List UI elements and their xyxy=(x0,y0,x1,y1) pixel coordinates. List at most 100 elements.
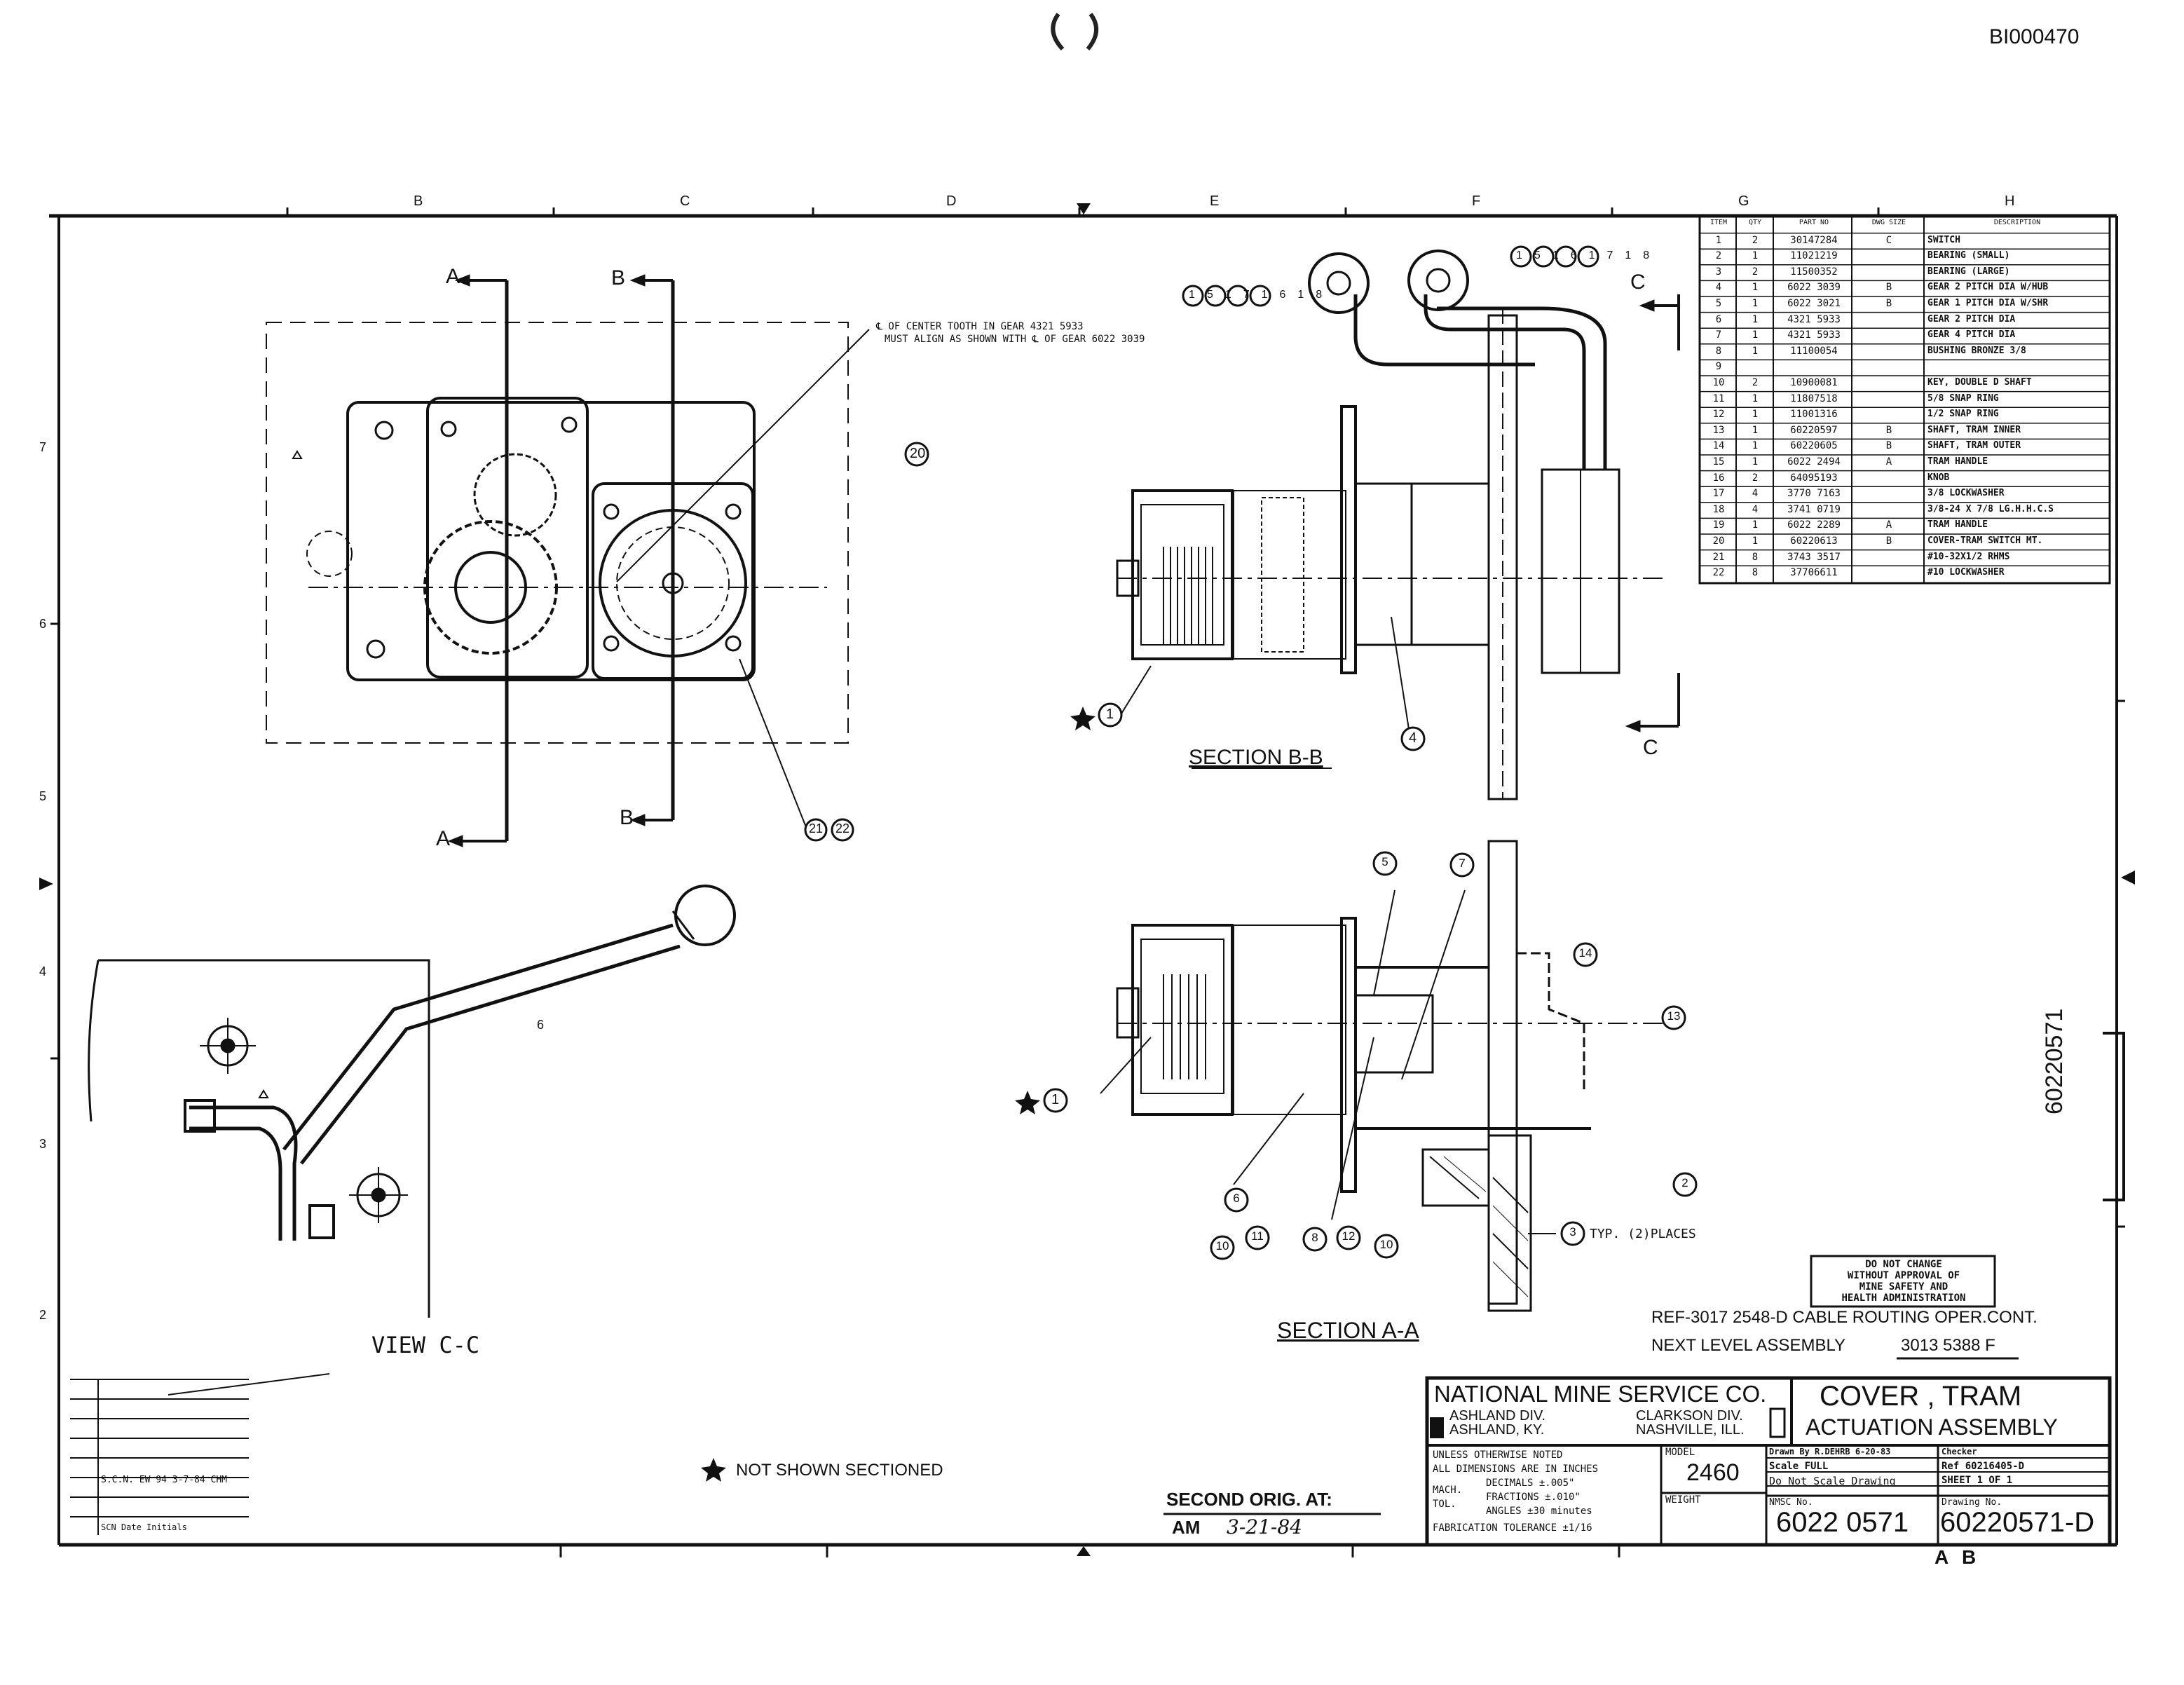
tolerance-line2: ALL DIMENSIONS ARE IN INCHES xyxy=(1433,1464,1599,1475)
balloon-14: 14 xyxy=(1578,946,1592,960)
bom-header-cell: DWG SIZE xyxy=(1871,219,1906,226)
cover-plate xyxy=(346,401,756,681)
bom-header-cell: PART NO xyxy=(1799,219,1829,226)
bom-cell: 4 xyxy=(1752,503,1759,515)
section-b-label-top: B xyxy=(611,266,626,289)
bom-cell: 20 xyxy=(1712,535,1725,547)
bom-cell: C xyxy=(1885,234,1892,246)
second-original-label: SECOND ORIG. AT: xyxy=(1166,1489,1332,1510)
gear-small xyxy=(473,453,557,537)
bom-cell: 1 xyxy=(1752,393,1759,404)
bom-header-cell: QTY xyxy=(1748,219,1762,226)
balloon-13: 13 xyxy=(1667,1009,1681,1023)
revision-triangle-cc xyxy=(258,1089,269,1098)
next-level-label: NEXT LEVEL ASSEMBLY xyxy=(1651,1336,1846,1355)
bom-cell: GEAR 4 PITCH DIA xyxy=(1927,329,2016,341)
balloon-number: 18 xyxy=(1625,250,1662,261)
typ-places-note: TYP. (2)PLACES xyxy=(1590,1227,1696,1241)
zone-col-H: H xyxy=(2005,193,2015,209)
bom-table-grid xyxy=(1698,214,2111,585)
center-mark-top xyxy=(1077,203,1091,214)
bom-cell: 11500352 xyxy=(1790,266,1838,278)
next-level-value: 3013 5388 F xyxy=(1901,1336,1995,1355)
zone-row-3: 3 xyxy=(39,1137,47,1151)
model-value: 2460 xyxy=(1686,1459,1740,1486)
bom-cell: 7 xyxy=(1715,329,1722,341)
bom-cell: GEAR 2 PITCH DIA W/HUB xyxy=(1927,282,2049,293)
company-name: NATIONAL MINE SERVICE CO. xyxy=(1434,1381,1767,1407)
star-symbols xyxy=(701,707,1096,1482)
bom-cell: B xyxy=(1885,282,1892,294)
tolerance-line1: UNLESS OTHERWISE NOTED xyxy=(1433,1449,1563,1461)
revision-row1: S.C.N. EW 94 3-7-84 CHM xyxy=(101,1475,228,1485)
bom-cell: #10 LOCKWASHER xyxy=(1927,567,2005,578)
section-b-label-bottom: B xyxy=(620,806,634,829)
bom-cell: 60220613 xyxy=(1790,535,1838,547)
gear-alignment-note-line2: MUST ALIGN AS SHOWN WITH ℄ OF GEAR 6022 … xyxy=(885,334,1145,345)
bom-cell: 12 xyxy=(1712,409,1725,421)
bom-cell: #10-32X1/2 RHMS xyxy=(1927,551,2010,562)
title-block-grid xyxy=(70,1032,2125,1547)
bom-cell: 4321 5933 xyxy=(1787,329,1841,341)
bom-cell: 37706611 xyxy=(1790,567,1838,579)
bom-cell: 2 xyxy=(1752,472,1759,484)
section-aa-view xyxy=(1100,840,1668,1312)
drawn-by: Drawn By R.DEHRB 6-20-83 xyxy=(1769,1447,1891,1457)
balloon-11: 11 xyxy=(1251,1229,1264,1243)
bom-cell: 1 xyxy=(1752,298,1759,309)
second-original-value: AM xyxy=(1172,1517,1201,1538)
bom-cell: 19 xyxy=(1712,519,1725,531)
bom-cell: 8 xyxy=(1715,345,1722,357)
bom-cell: 11100054 xyxy=(1790,345,1838,357)
top-view xyxy=(266,274,870,847)
bom-cell: 6022 3039 xyxy=(1787,282,1841,294)
section-bb-title: SECTION B-B xyxy=(1189,746,1323,769)
balloon-5: 5 xyxy=(1381,855,1388,868)
drawing-number-label: Drawing No. xyxy=(1941,1497,2002,1508)
view-cc xyxy=(88,885,736,1318)
bom-cell: 1 xyxy=(1752,424,1759,436)
bom-cell: GEAR 1 PITCH DIA W/SHR xyxy=(1927,298,2049,308)
balloon-20: 20 xyxy=(910,446,926,461)
zone-col-G: G xyxy=(1738,193,1749,209)
bom-cell: 3770 7163 xyxy=(1787,488,1841,500)
bom-cell: KEY, DOUBLE D SHAFT xyxy=(1927,377,2032,388)
bom-cell: 1 xyxy=(1752,440,1759,452)
bom-cell: 1 xyxy=(1752,345,1759,357)
balloon-4: 4 xyxy=(1409,730,1417,746)
bom-cell: B xyxy=(1885,440,1892,452)
balloon-number: 16 xyxy=(1552,250,1589,261)
scale: Scale FULL xyxy=(1769,1461,1829,1472)
clarkson-division: CLARKSON DIV. NASHVILLE, ILL. xyxy=(1636,1409,1745,1437)
tolerance-tol: TOL. xyxy=(1433,1499,1456,1510)
bom-cell: 1 xyxy=(1752,456,1759,468)
bom-cell: 2 xyxy=(1752,377,1759,388)
bom-cell: 60220597 xyxy=(1790,424,1838,436)
msha-note-line3: MINE SAFETY AND xyxy=(1859,1281,1948,1292)
drawing-number: 60220571-D xyxy=(1940,1507,2095,1538)
bom-cell: 3743 3517 xyxy=(1787,551,1841,563)
balloons-15-18-left: 15171618 xyxy=(1189,289,1334,301)
nmsc-label: NMSC No. xyxy=(1769,1497,1813,1508)
view-cc-title: VIEW C-C xyxy=(371,1332,480,1358)
bom-cell: 1 xyxy=(1752,329,1759,341)
zone-row-4: 4 xyxy=(39,964,47,978)
bom-cell: 8 xyxy=(1752,567,1759,579)
balloon-21: 21 xyxy=(809,821,824,835)
msha-note-line1: DO NOT CHANGE xyxy=(1865,1259,1942,1270)
gear-alignment-note-line1: ℄ OF CENTER TOOTH IN GEAR 4321 5933 xyxy=(876,321,1084,332)
balloon-12: 12 xyxy=(1342,1229,1356,1243)
bom-cell: 1 xyxy=(1715,234,1722,246)
bom-header-cell: DESCRIPTION xyxy=(1993,219,2041,226)
bom-cell: 4 xyxy=(1752,488,1759,500)
tolerance-values: DECIMALS ±.005" FRACTIONS ±.010" ANGLES … xyxy=(1486,1476,1592,1518)
zone-row-7: 7 xyxy=(39,440,47,454)
balloon-6: 6 xyxy=(1233,1192,1240,1205)
center-mark-right xyxy=(2121,871,2135,885)
drawing-title-line2: ACTUATION ASSEMBLY xyxy=(1806,1414,2058,1440)
reference-note: REF-3017 2548-D CABLE ROUTING OPER.CONT. xyxy=(1651,1308,2038,1327)
bom-cell: 3/8 LOCKWASHER xyxy=(1927,488,2005,499)
msha-note: DO NOT CHANGE WITHOUT APPROVAL OF MINE S… xyxy=(1818,1259,1989,1304)
zone-row-6: 6 xyxy=(39,617,47,631)
